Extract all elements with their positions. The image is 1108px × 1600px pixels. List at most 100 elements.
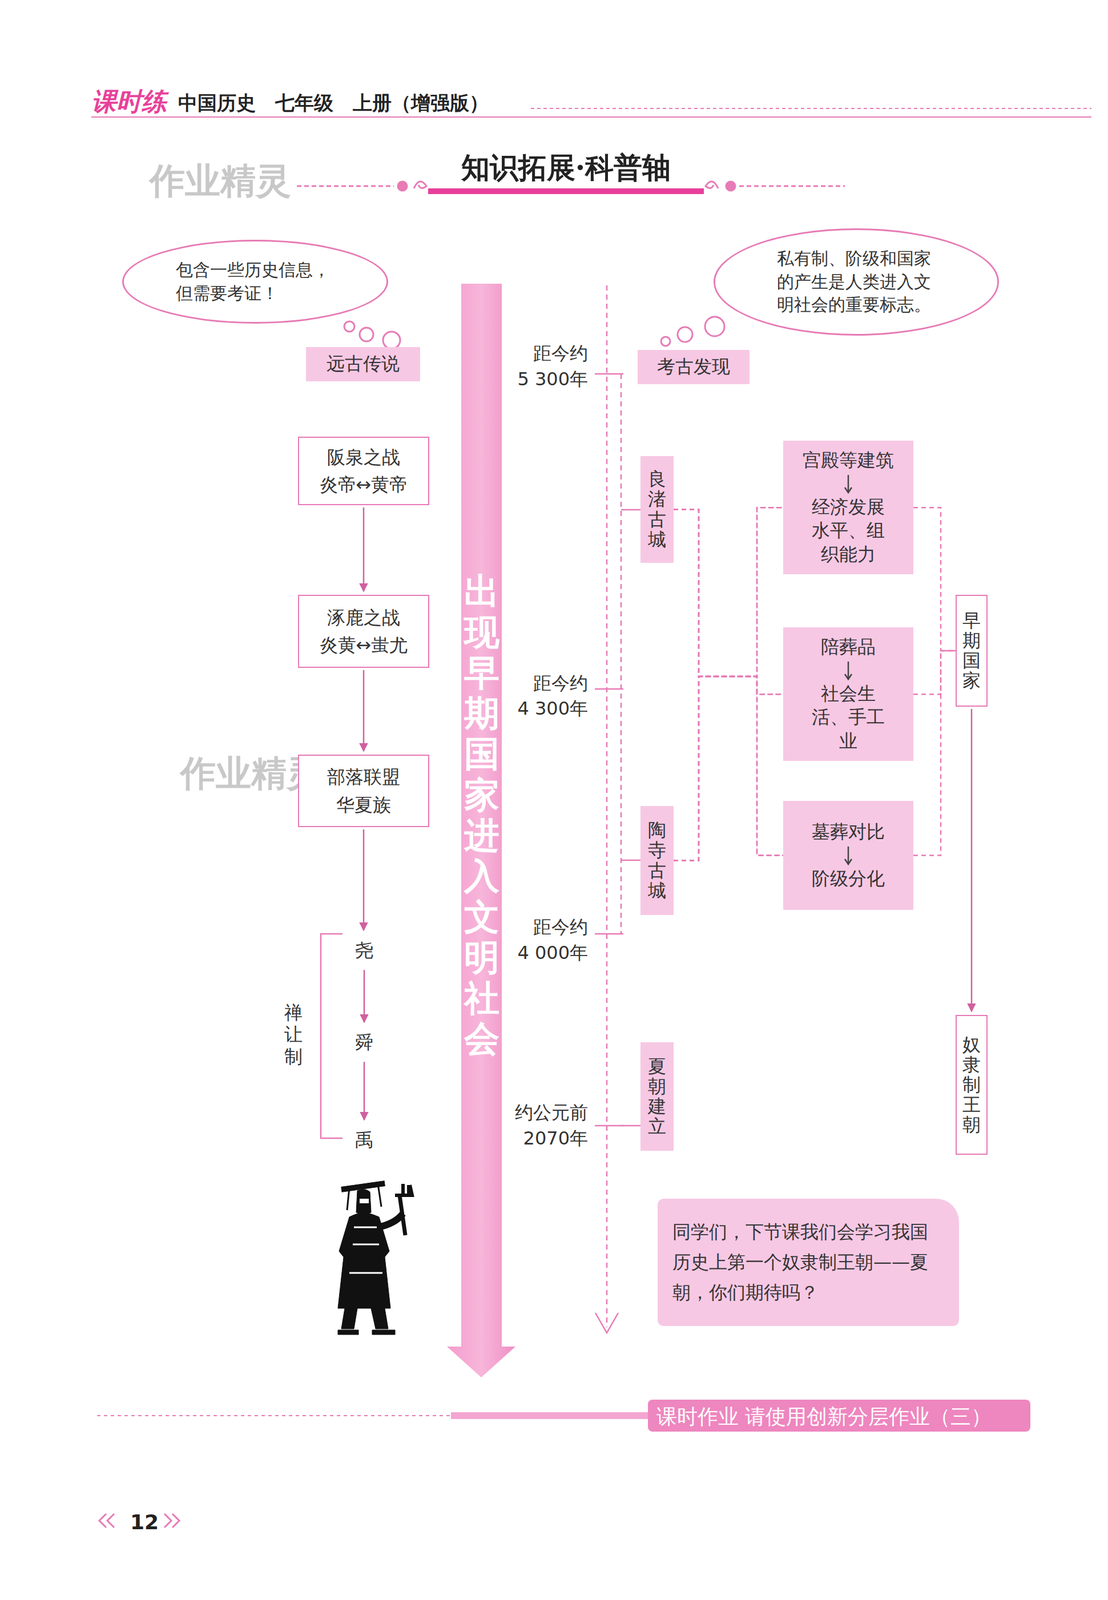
node-text: 奴隶制王朝 bbox=[962, 1034, 981, 1136]
connector bbox=[970, 708, 973, 1012]
down-arrow-stroke bbox=[844, 846, 852, 865]
drawn-circle bbox=[344, 321, 355, 332]
cloud-note: 包含一些历史信息，但需要考证！ bbox=[122, 239, 389, 324]
connector bbox=[673, 509, 784, 695]
down-arrow bbox=[842, 473, 854, 495]
node-text: 炎帝↔黄帝 bbox=[319, 473, 409, 496]
label-text: 禅让制 bbox=[284, 1001, 303, 1068]
node-text: 经济发展水平、组织能力 bbox=[810, 495, 887, 567]
drawn-line bbox=[296, 185, 394, 188]
drawn-circle bbox=[677, 327, 693, 342]
node-text: 陪葬品 bbox=[820, 635, 876, 660]
footer-rule bbox=[97, 1399, 1031, 1432]
drawn-rect bbox=[428, 188, 704, 195]
drawn-path bbox=[595, 1312, 619, 1333]
node-text: 远古传说 bbox=[326, 351, 400, 377]
text-box: 部落联盟华夏族 bbox=[297, 754, 430, 828]
connector bbox=[673, 507, 784, 861]
connector bbox=[363, 670, 365, 752]
node-text: 炎黄↔蚩尤 bbox=[319, 634, 409, 656]
node-text: 早期国家 bbox=[962, 610, 981, 692]
connector bbox=[913, 650, 956, 695]
node-text: 包含一些历史信息，但需要考证！ bbox=[175, 258, 336, 305]
connector bbox=[673, 507, 784, 677]
title-band: 知识拓展·科普轴 bbox=[428, 147, 704, 189]
text-box: 早期国家 bbox=[955, 594, 988, 707]
cloud-note: 私有制、阶级和国家的产生是人类进入文明社会的重要标志。 bbox=[713, 228, 999, 336]
drawn-rect bbox=[647, 1399, 1031, 1432]
node-text: 考古发现 bbox=[657, 354, 731, 380]
connector bbox=[363, 829, 365, 931]
text-box: 宫殿等建筑经济发展水平、组织能力 bbox=[783, 440, 914, 575]
label-text: 距今约 bbox=[533, 342, 588, 365]
drawn-circle bbox=[397, 181, 408, 191]
drawn-path bbox=[377, 1213, 404, 1228]
drawn-path bbox=[341, 1308, 389, 1329]
drawn-line bbox=[594, 933, 624, 936]
drawn-path bbox=[413, 181, 427, 189]
text-box: 陪葬品社会生活、手工业 bbox=[783, 627, 914, 761]
drawn-line bbox=[739, 185, 845, 188]
drawn-line bbox=[594, 688, 624, 691]
drawn-path bbox=[337, 1330, 396, 1335]
node-text: 尧 bbox=[355, 938, 374, 964]
node-text: 舜 bbox=[355, 1030, 374, 1055]
label-text: 距今约 bbox=[533, 672, 588, 695]
label-text: 距今约 bbox=[533, 916, 588, 938]
label-text: 约公元前 bbox=[514, 1101, 588, 1124]
node-text: 社会生活、手工业 bbox=[810, 682, 887, 754]
callout-box: 同学们，下节课我们会学习我国历史上第一个奴隶制王朝——夏朝，你们期待吗？ bbox=[657, 1198, 960, 1327]
label-text: 中国历史 七年级 上册（增强版） bbox=[178, 91, 489, 115]
arrow-body bbox=[446, 283, 516, 1378]
name-node: 禹 bbox=[350, 1123, 378, 1158]
drawn-line bbox=[606, 285, 608, 1328]
title-text: 知识拓展·科普轴 bbox=[461, 148, 671, 188]
connector bbox=[673, 676, 784, 861]
drawn-path bbox=[395, 1183, 413, 1196]
node-text: 涿鹿之战 bbox=[327, 606, 401, 629]
time-axis bbox=[594, 285, 641, 1333]
drawn-circle bbox=[661, 336, 671, 346]
drawn-line bbox=[91, 116, 1092, 118]
drawn-path bbox=[705, 181, 719, 189]
node-text: 同学们，下节课我们会学习我国历史上第一个奴隶制王朝——夏朝，你们期待吗？ bbox=[672, 1217, 945, 1308]
node-text: 部落联盟 bbox=[327, 766, 401, 788]
series-logo: 课时练 bbox=[91, 86, 167, 118]
name-node: 尧 bbox=[350, 933, 378, 968]
node-text: 私有制、阶级和国家的产生是人类进入文明社会的重要标志。 bbox=[776, 247, 937, 317]
node-text: 阪泉之战 bbox=[327, 446, 401, 469]
down-arrow-stroke bbox=[844, 661, 852, 680]
node-text: 阶级分化 bbox=[811, 867, 885, 892]
node-text: 陶寺古城 bbox=[647, 820, 667, 901]
drawn-circle bbox=[726, 181, 736, 191]
connector bbox=[913, 650, 956, 856]
shanrang-bracket bbox=[320, 933, 343, 1139]
text-box: 远古传说 bbox=[305, 347, 421, 382]
down-arrow bbox=[842, 660, 854, 682]
text-box: 墓葬对比阶级分化 bbox=[783, 800, 914, 910]
node-text: 禹 bbox=[355, 1127, 374, 1153]
drawn-path bbox=[349, 1227, 383, 1273]
band-text: 出现早期国家 进入文明社会 bbox=[464, 570, 500, 1060]
drawn-circle bbox=[383, 331, 401, 349]
drawn-line bbox=[621, 859, 641, 862]
drawn-path bbox=[164, 1513, 180, 1528]
node-text: 墓葬对比 bbox=[811, 820, 885, 845]
connector bbox=[673, 509, 784, 856]
node-text: 宫殿等建筑 bbox=[802, 448, 894, 473]
text-box: 夏朝建立 bbox=[640, 1042, 674, 1151]
label-text: 5 300年 bbox=[517, 368, 588, 390]
node-text: 华夏族 bbox=[336, 794, 392, 816]
text-box: 陶寺古城 bbox=[640, 806, 674, 916]
text-box: 考古发现 bbox=[637, 349, 750, 385]
node-text: 良渚古城 bbox=[647, 469, 667, 550]
node-text: 夏朝建立 bbox=[647, 1056, 667, 1138]
drawn-line bbox=[530, 107, 1092, 110]
drawn-rect bbox=[450, 1412, 648, 1420]
label-text: 4 300年 bbox=[517, 697, 588, 720]
drawn-line bbox=[97, 1415, 451, 1417]
yu-figure bbox=[337, 1181, 413, 1335]
label-text: 2070年 bbox=[523, 1127, 588, 1150]
arrow-band: 出现早期国家 进入文明社会 bbox=[461, 283, 502, 1347]
drawn-path bbox=[99, 1513, 115, 1528]
